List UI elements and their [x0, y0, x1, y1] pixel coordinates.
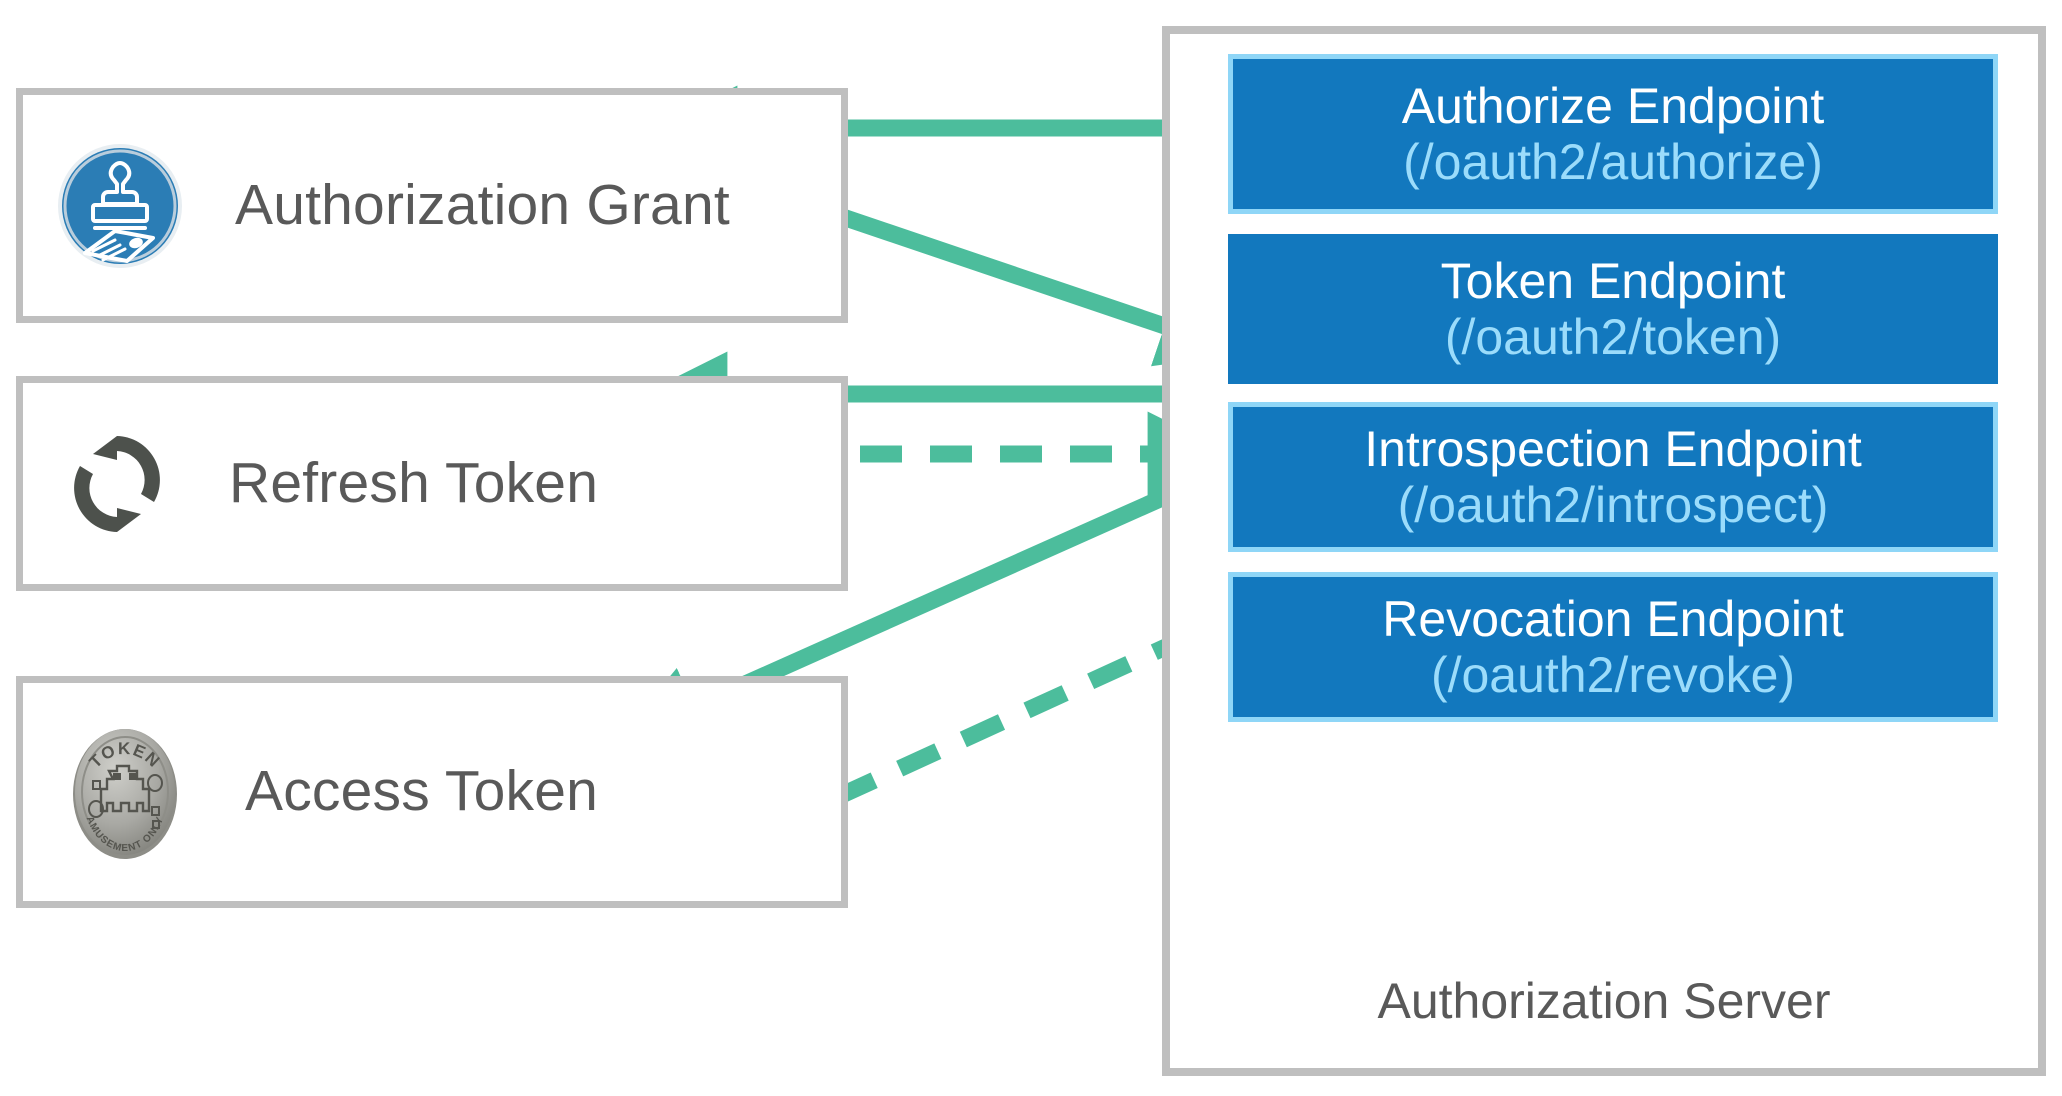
concept-label-authorization-grant: Authorization Grant — [235, 172, 730, 237]
authorization-server-caption: Authorization Server — [1377, 973, 1831, 1029]
endpoint-box-revocation[interactable]: Revocation Endpoint (/oauth2/revoke) — [1228, 572, 1998, 722]
concept-box-access-token[interactable]: TOKEN AMUSEMENT ONLY Access Token — [16, 676, 848, 908]
authorization-server-container: Authorize Endpoint (/oauth2/authorize) T… — [1162, 26, 2046, 1076]
concept-label-refresh-token: Refresh Token — [229, 450, 599, 515]
endpoint-title-token: Token Endpoint — [1440, 253, 1786, 309]
endpoint-path-authorize: (/oauth2/authorize) — [1403, 134, 1823, 190]
endpoint-path-token: (/oauth2/token) — [1444, 309, 1782, 365]
endpoint-title-revocation: Revocation Endpoint — [1382, 591, 1844, 647]
endpoint-box-authorize[interactable]: Authorize Endpoint (/oauth2/authorize) — [1228, 54, 1998, 214]
concept-label-access-token: Access Token — [245, 759, 599, 824]
concept-box-refresh-token[interactable]: Refresh Token — [16, 376, 848, 591]
endpoint-title-introspection: Introspection Endpoint — [1364, 421, 1862, 477]
endpoint-path-introspection: (/oauth2/introspect) — [1397, 477, 1829, 533]
endpoint-path-revocation: (/oauth2/revoke) — [1430, 647, 1796, 703]
concept-box-authorization-grant[interactable]: Authorization Grant — [16, 88, 848, 323]
endpoint-box-introspection[interactable]: Introspection Endpoint (/oauth2/introspe… — [1228, 402, 1998, 552]
coin-icon: TOKEN AMUSEMENT ONLY — [57, 717, 193, 867]
endpoint-box-token[interactable]: Token Endpoint (/oauth2/token) — [1228, 234, 1998, 384]
stamp-icon — [57, 143, 183, 269]
endpoint-title-authorize: Authorize Endpoint — [1401, 78, 1825, 134]
refresh-icon — [57, 424, 177, 544]
